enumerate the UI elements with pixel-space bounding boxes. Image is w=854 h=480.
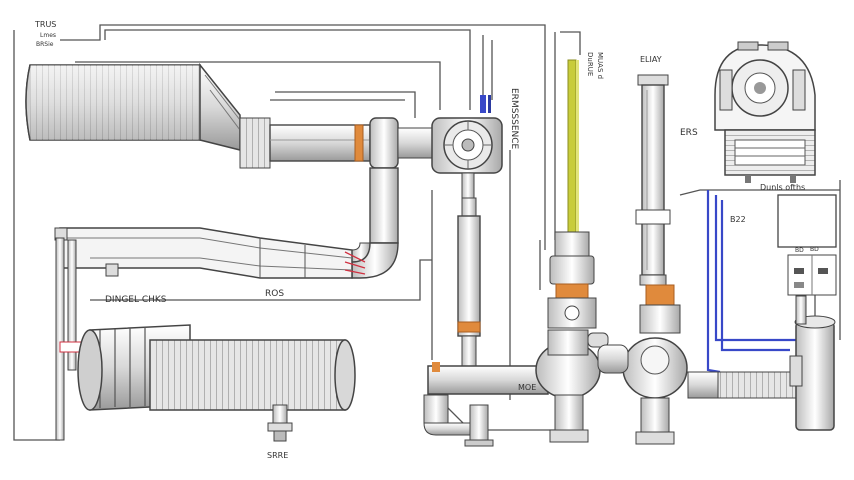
label-dunls-ofths: Dunls ofths: [760, 183, 805, 192]
label-panel-bottom: BD: [795, 247, 804, 254]
label-brsie: BRSie: [36, 41, 54, 48]
right-control-panel: [777, 194, 837, 296]
label-lmes: Lmes: [40, 32, 56, 39]
lower-silencer: [77, 324, 356, 442]
valve-right-column: [597, 74, 688, 445]
label-panel-top: BD: [810, 246, 819, 253]
valve-left: [535, 59, 609, 443]
label-b22: B22: [730, 215, 746, 224]
label-moe: MOE: [518, 383, 536, 392]
label-trus: TRUS: [34, 20, 56, 29]
center-actuator: [457, 197, 481, 367]
fan-housing: [714, 41, 816, 183]
label-ers: ERS: [680, 128, 698, 138]
label-durue: DuRUE: [586, 52, 594, 76]
blue-control-lines: [706, 190, 800, 374]
main-exhaust-tank: [25, 62, 241, 151]
bottom-manifold: [423, 362, 549, 447]
vertical-downpipe: [351, 167, 399, 279]
label-dingel-chks: DINGEL CHKS: [105, 295, 167, 305]
label-srre: SRRE: [267, 451, 288, 460]
top-left-label-group: TRUS Lmes BRSie: [34, 20, 56, 48]
upper-exhaust-pipe: [239, 117, 439, 169]
label-ros: ROS: [265, 289, 284, 299]
label-muas: MUAS d: [596, 52, 604, 79]
label-eliay: ELIAY: [640, 55, 662, 64]
turbo-unit: [431, 95, 503, 199]
left-riser-pipes: [55, 237, 83, 441]
label-ermssence: ERMSSSENCE: [509, 88, 519, 150]
bottom-right-tee: [687, 295, 836, 431]
lower-duct: [54, 227, 366, 279]
